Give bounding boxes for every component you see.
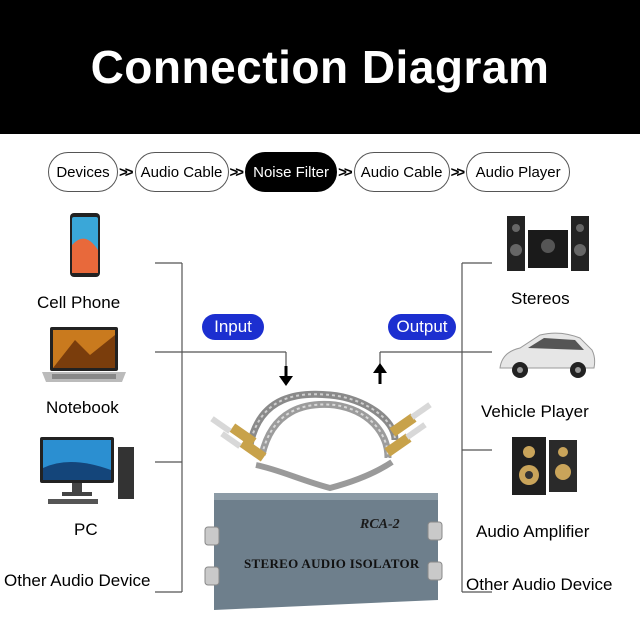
diagram-title: Connection Diagram (90, 41, 550, 93)
output-connector-lines (379, 262, 492, 593)
input-connector-lines (155, 262, 287, 593)
signal-flow: Devices >> Audio Cable >> Noise Filter >… (48, 150, 608, 194)
device-label-notebook: Notebook (46, 398, 119, 417)
speaker-icon (512, 437, 577, 495)
flow-arrow: >> (338, 163, 352, 181)
flow-arrow: >> (119, 163, 133, 181)
stereo-icon (507, 216, 589, 271)
input-tag: Input (202, 314, 264, 340)
flow-step-devices: Devices (48, 152, 118, 192)
pc-icon (40, 437, 134, 504)
flow-arrow: >> (229, 163, 244, 181)
device-label-pc: PC (74, 520, 98, 539)
rca-plug-icon (210, 402, 432, 462)
flow-step-audio-cable-2: Audio Cable (353, 152, 450, 192)
output-tag: Output (388, 314, 456, 340)
car-icon (499, 332, 596, 378)
device-model-label: RCA-2 (360, 517, 400, 532)
up-arrow-icon (373, 363, 387, 384)
flow-step-noise-filter: Noise Filter (245, 152, 338, 192)
cell-phone-icon (70, 213, 100, 277)
device-label-cell-phone: Cell Phone (37, 293, 121, 312)
flow-arrow: >> (450, 163, 465, 181)
device-label-stereos: Stereos (511, 289, 570, 308)
device-label-audio-amplifier: Audio Amplifier (476, 522, 590, 541)
device-label-other-input: Other Audio Device (4, 571, 151, 590)
notebook-icon (42, 327, 126, 382)
device-name-label: STEREO AUDIO ISOLATOR (244, 556, 420, 571)
audio-isolator-device (204, 493, 443, 610)
device-label-other-output: Other Audio Device (466, 575, 613, 594)
header-banner: Connection Diagram (0, 0, 640, 134)
flow-step-audio-cable-1: Audio Cable (134, 152, 229, 192)
down-arrow-icon (279, 366, 293, 386)
flow-step-audio-player: Audio Player (466, 152, 571, 192)
device-label-vehicle-player: Vehicle Player (481, 402, 589, 421)
rca-cable-icon (246, 390, 399, 492)
